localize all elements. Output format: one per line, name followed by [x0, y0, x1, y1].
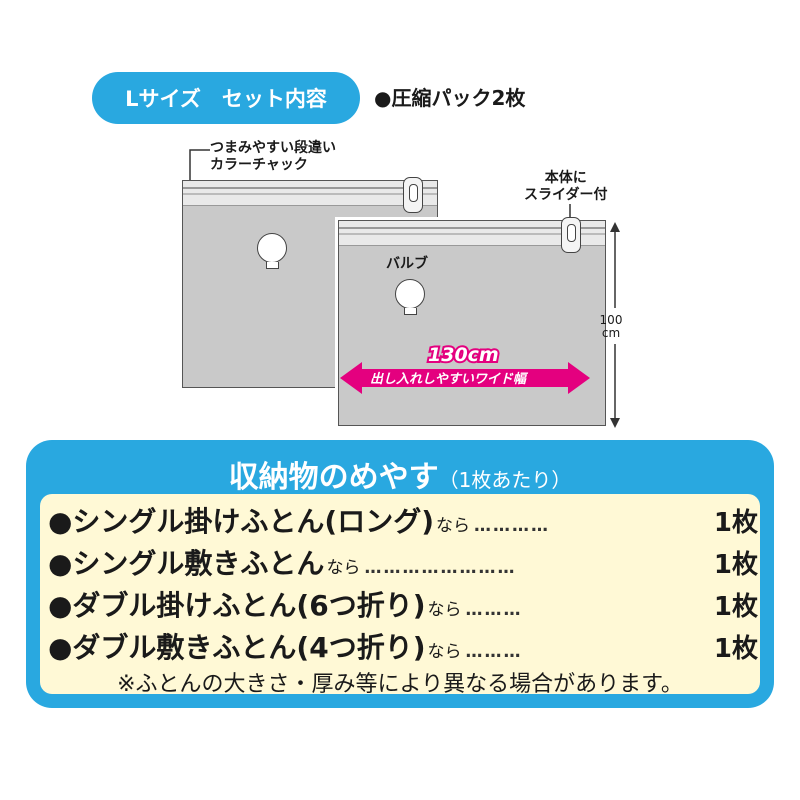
size-label: Lサイズ セット内容 [125, 87, 327, 111]
guide-qty: 1枚 [713, 592, 758, 622]
guide-suffix: なら [436, 516, 471, 536]
size-badge: Lサイズ セット内容 [92, 72, 360, 124]
guide-suffix: なら [427, 600, 462, 620]
guide-suffix: なら [326, 558, 361, 578]
set-contents: ●圧縮パック2枚 [374, 86, 526, 110]
slider-label-line2: スライダー付 [524, 187, 608, 203]
height-unit: cm [601, 326, 621, 340]
height-arrow [610, 222, 620, 428]
guide-row: ●シングル掛けふとん(ロング) なら ………… 1枚 [48, 500, 758, 542]
width-text: 出し入れしやすいワイド幅 [370, 372, 526, 387]
front-bag-slider-icon [561, 217, 581, 253]
zipper-label-line2: カラーチャック [210, 157, 308, 173]
front-bag-valve-icon [395, 279, 425, 315]
back-bag-slider-icon [403, 177, 423, 213]
slider-label-line1: 本体に [544, 170, 587, 186]
valve-label: バルブ [386, 256, 428, 272]
guide-dots: …………………… [364, 558, 517, 578]
guide-qty: 1枚 [713, 634, 758, 664]
guide-rows: ●シングル掛けふとん(ロング) なら ………… 1枚 ●シングル敷きふとん なら… [48, 500, 758, 668]
back-bag-valve-icon [257, 233, 287, 269]
guide-suffix: なら [427, 642, 462, 662]
slider-label: 本体に スライダー付 [524, 170, 607, 204]
zipper-label-line1: つまみやすい段違い [210, 140, 336, 156]
guide-title: 収納物のめやす（1枚あたり） [0, 452, 800, 496]
guide-note: ※ふとんの大きさ・厚み等により異なる場合があります。 [117, 672, 683, 697]
guide-dots: ……… [465, 600, 523, 620]
height-number: 100 [599, 313, 623, 327]
guide-qty: 1枚 [713, 508, 758, 538]
guide-row: ●ダブル敷きふとん(4つ折り) なら ……… 1枚 [48, 626, 758, 668]
guide-body [40, 494, 760, 694]
front-bag-zipper [339, 221, 605, 246]
guide-item: ●ダブル敷きふとん(4つ折り) [48, 631, 426, 664]
guide-title-main: 収納物のめやす [228, 460, 439, 495]
guide-item: ●ダブル掛けふとん(6つ折り) [48, 589, 426, 622]
back-bag-zipper [183, 181, 437, 206]
width-arrow [340, 362, 590, 394]
guide-item: ●シングル敷きふとん [48, 547, 325, 580]
guide-qty: 1枚 [713, 550, 758, 580]
front-bag [338, 217, 606, 426]
guide-dots: ……… [465, 642, 523, 662]
zipper-leader-line [189, 149, 210, 192]
guide-dots: ………… [474, 516, 551, 536]
height-value: 100 cm [591, 314, 631, 340]
guide-title-sub: （1枚あたり） [438, 468, 572, 492]
zipper-label: つまみやすい段違い カラーチャック [210, 140, 336, 174]
guide-row: ●シングル敷きふとん なら …………………… 1枚 [48, 542, 758, 584]
guide-item: ●シングル掛けふとん(ロング) [48, 505, 435, 538]
width-value: 130cm [426, 342, 501, 368]
guide-row: ●ダブル掛けふとん(6つ折り) なら ……… 1枚 [48, 584, 758, 626]
